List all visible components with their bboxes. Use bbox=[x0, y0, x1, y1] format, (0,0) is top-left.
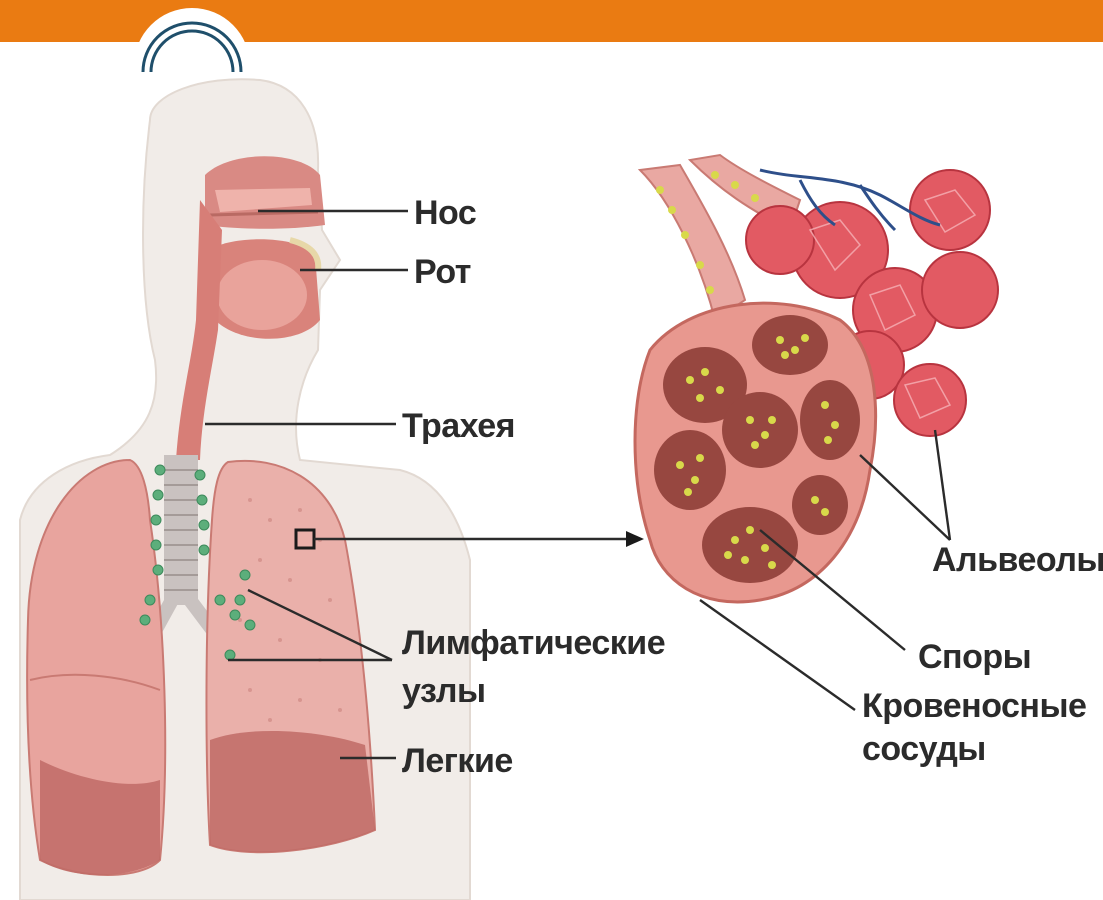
label-spores: Споры bbox=[918, 638, 1031, 676]
label-lymph-nodes-line1: Лимфатические bbox=[402, 624, 665, 662]
alveolar-sac-section bbox=[635, 303, 876, 602]
label-lungs: Легкие bbox=[402, 742, 513, 780]
label-lymph-nodes-line2: узлы bbox=[402, 672, 486, 710]
nasal-cavity bbox=[205, 156, 325, 229]
label-mouth: Рот bbox=[414, 253, 471, 291]
label-blood-vessels-line2: сосуды bbox=[862, 730, 986, 768]
label-blood-vessels-line1: Кровеносные bbox=[862, 687, 1086, 725]
mouth-cavity bbox=[210, 239, 320, 338]
label-alveoli: Альвеолы bbox=[932, 541, 1103, 579]
label-nose: Нос bbox=[414, 194, 476, 232]
label-trachea: Трахея bbox=[402, 407, 515, 445]
